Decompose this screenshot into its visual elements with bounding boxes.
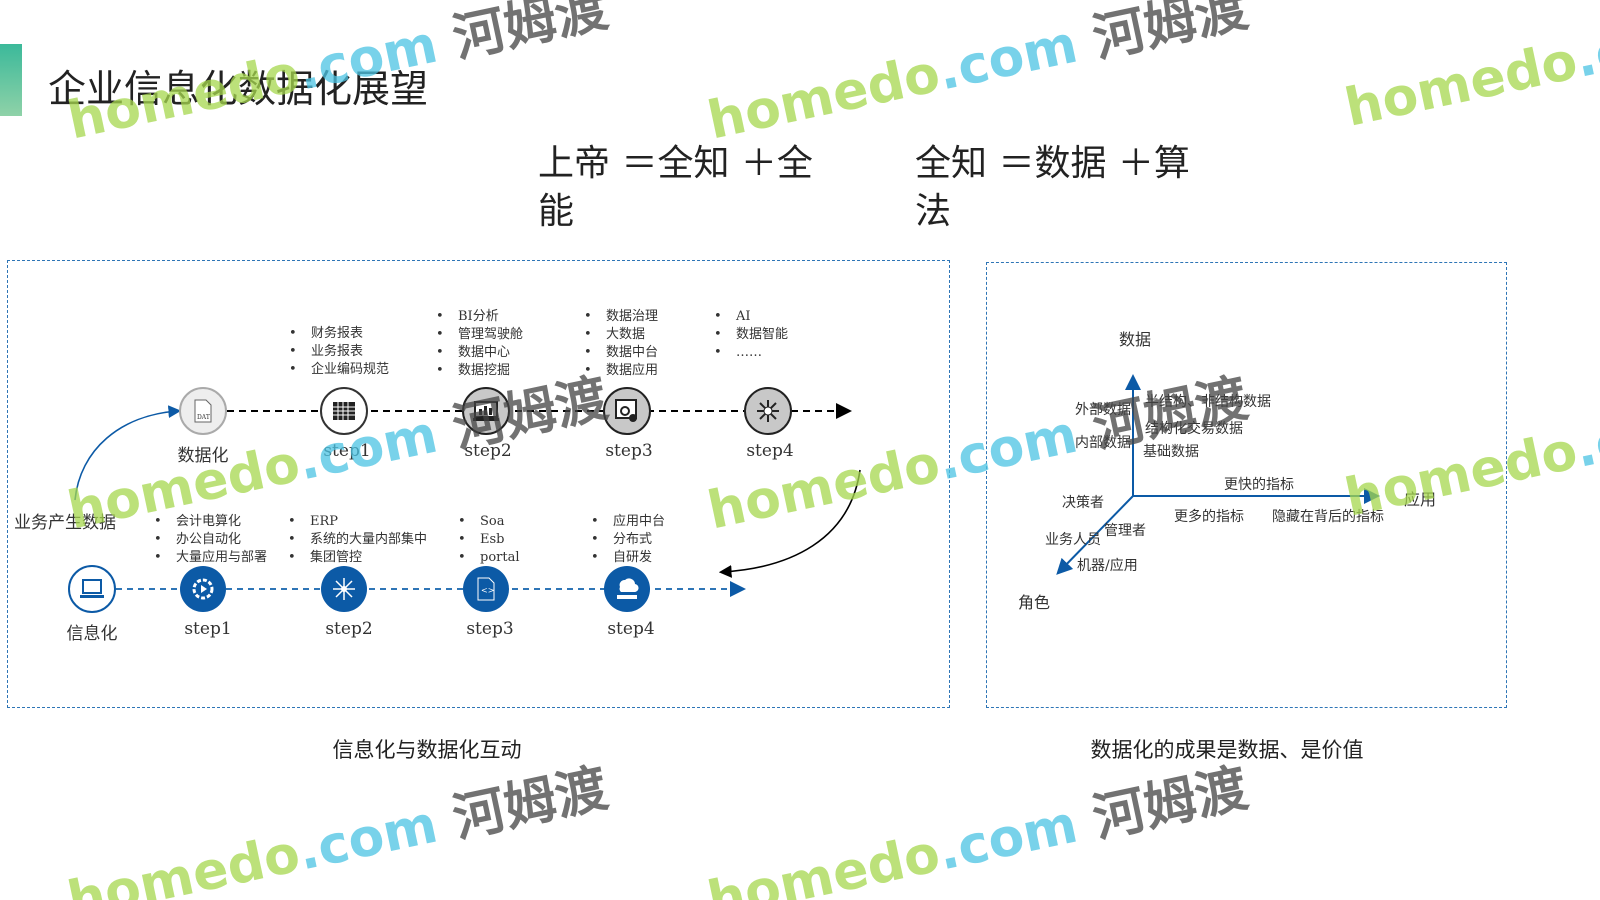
y-right-0: 半结构、非结构数据 — [1145, 394, 1271, 410]
svg-text:DAT: DAT — [197, 414, 210, 421]
spreadsheet-icon — [320, 387, 368, 435]
hub-icon — [321, 566, 367, 612]
top-step3-bullets: 数据治理大数据数据中台数据应用 — [584, 308, 658, 380]
bottom-step4-bullets: 应用中台分布式自研发 — [591, 513, 665, 567]
right-caption: 数据化的成果是数据、是价值 — [1090, 738, 1364, 762]
top-step1-label: step1 — [323, 441, 371, 461]
x-label-more: 更多的指标 — [1174, 509, 1244, 525]
data-gear-icon — [603, 387, 651, 435]
left-caption: 信息化与数据化互动 — [332, 738, 522, 762]
bottom-step3-bullets: SoaEsbportal — [458, 513, 520, 567]
curve-to-data — [74, 405, 182, 501]
y-left-internal: 内部数据 — [1075, 435, 1131, 451]
y-left-external: 外部数据 — [1075, 402, 1131, 418]
z-label-machine: 机器/应用 — [1077, 558, 1138, 574]
top-step4-label: step4 — [746, 441, 794, 461]
document-data-icon: DAT — [179, 387, 227, 435]
page-title: 企业信息化数据化展望 — [48, 67, 429, 111]
x-label-faster: 更快的指标 — [1224, 477, 1294, 493]
z-label-decision: 决策者 — [1062, 495, 1104, 511]
y-right-1: 结构化交易数据 — [1145, 421, 1243, 437]
bottom-step3-label: step3 — [466, 619, 514, 639]
bottom-step4-label: step4 — [607, 619, 655, 639]
code-file-icon: <> — [463, 566, 509, 612]
bottom-step2-bullets: ERP系统的大量内部集中集团管控 — [288, 513, 427, 567]
top-step2-label: step2 — [464, 441, 512, 461]
svg-text:<>: <> — [481, 586, 494, 595]
ai-network-icon — [744, 387, 792, 435]
info-start-label: 信息化 — [66, 624, 118, 644]
axis-y-label: 数据 — [1119, 330, 1152, 349]
axis-z — [1056, 495, 1134, 575]
axis-z-label: 角色 — [1018, 593, 1051, 612]
data-start-label: 数据化 — [177, 446, 229, 466]
right-panel — [986, 262, 1507, 708]
top-step1-bullets: 财务报表业务报表企业编码规范 — [289, 325, 389, 379]
x-label-hidden: 隐藏在背后的指标 — [1272, 509, 1384, 525]
bottom-step1-bullets: 会计电算化办公自动化大量应用与部署 — [154, 513, 267, 567]
bottom-step1-label: step1 — [184, 619, 232, 639]
formula-omniscience: 全知 ＝数据 ＋算法 — [915, 143, 1190, 232]
top-step3-label: step3 — [605, 441, 653, 461]
title-accent-bar — [0, 44, 22, 116]
y-right-2: 基础数据 — [1143, 444, 1199, 460]
bottom-step2-label: step2 — [325, 619, 373, 639]
top-step4-bullets: AI数据智能…… — [714, 308, 788, 362]
z-label-manager: 管理者 — [1104, 523, 1146, 539]
left-panel — [7, 260, 950, 708]
axis-x-label: 应用 — [1404, 490, 1437, 509]
cloud-download-icon — [604, 566, 650, 612]
formula-god: 上帝 ＝全知 ＋全能 — [538, 143, 813, 232]
gear-play-icon — [180, 566, 226, 612]
z-label-staff: 业务人员 — [1045, 532, 1101, 548]
computer-icon — [68, 565, 116, 613]
dashboard-icon — [462, 387, 510, 435]
curve-to-info — [718, 469, 861, 578]
business-data-label: 业务产生数据 — [14, 513, 116, 533]
top-step2-bullets: BI分析管理驾驶舱数据中心数据挖掘 — [436, 308, 523, 380]
